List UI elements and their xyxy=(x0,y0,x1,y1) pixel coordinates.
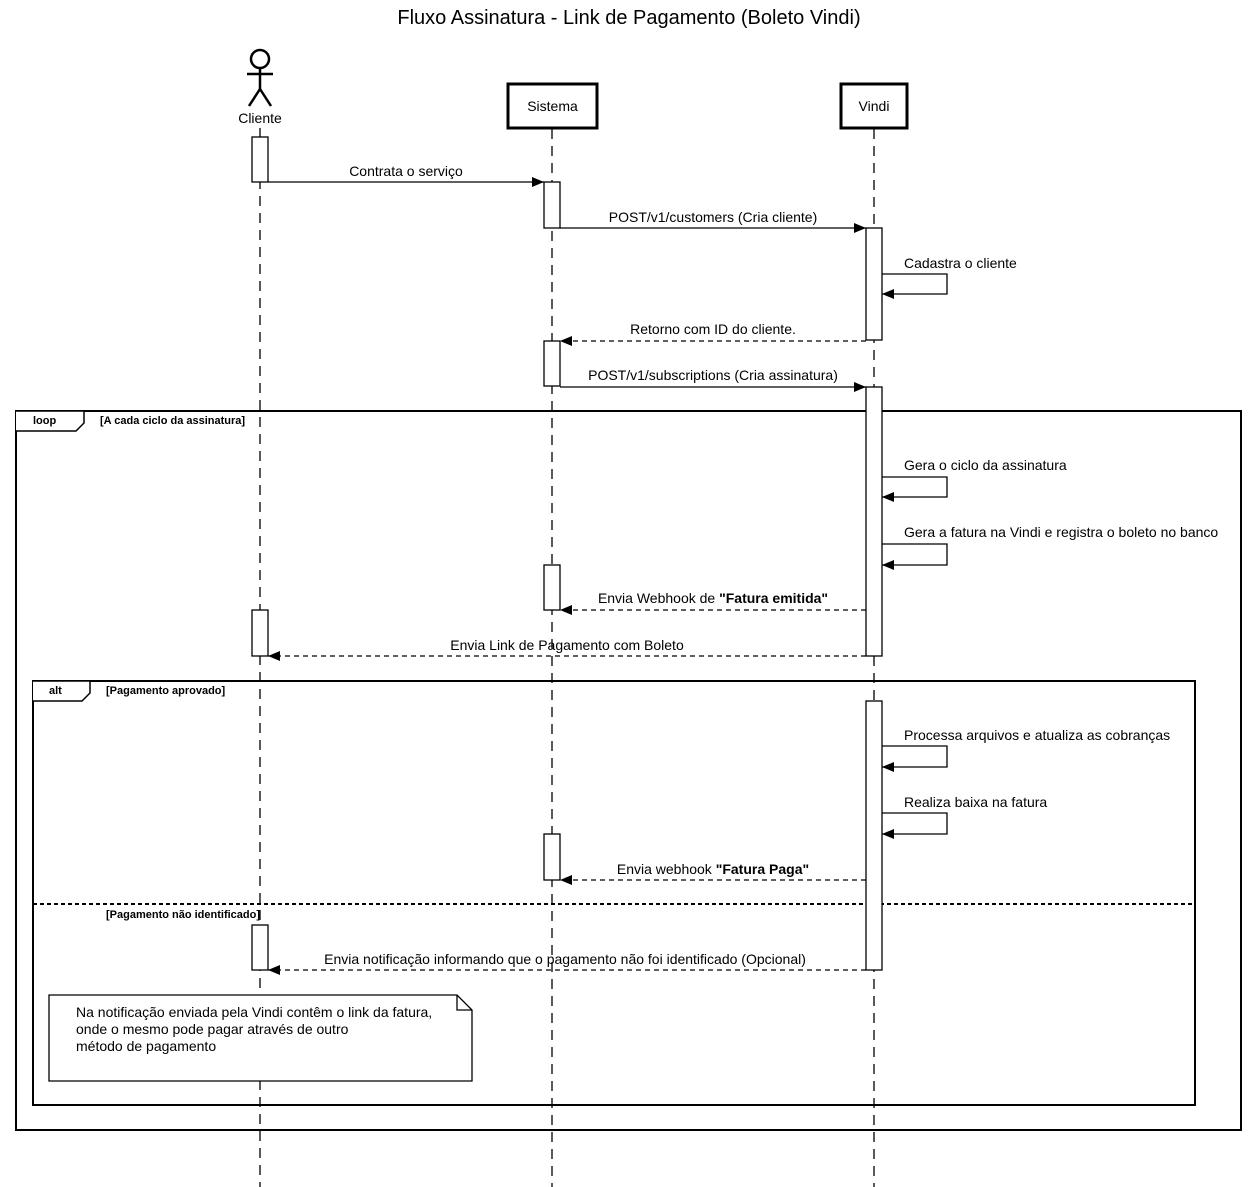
note-line: Na notificação enviada pela Vindi contêm… xyxy=(76,1004,432,1020)
participant-label: Cliente xyxy=(238,110,282,126)
message-label: Envia Webhook de "Fatura emitida" xyxy=(598,590,828,606)
message-label: POST/v1/subscriptions (Cria assinatura) xyxy=(588,367,838,383)
self-message-arrow xyxy=(882,273,948,299)
loop-keyword: loop xyxy=(33,415,56,427)
message-label: Gera o ciclo da assinatura xyxy=(904,457,1067,473)
participant-label: Sistema xyxy=(527,98,578,114)
self-message-arrow xyxy=(882,812,948,839)
message-label: Processa arquivos e atualiza as cobrança… xyxy=(904,727,1170,743)
activation-vindi xyxy=(865,227,883,341)
activation-vindi xyxy=(865,700,883,971)
self-message-arrow xyxy=(882,745,948,772)
alt-guard-not-identified: [Pagamento não identificado] xyxy=(106,909,260,921)
activation-cliente xyxy=(251,136,269,183)
message-label: Cadastra o cliente xyxy=(904,255,1017,271)
message-label: Envia Link de Pagamento com Boleto xyxy=(450,637,684,653)
message-label-text: Envia Webhook de xyxy=(598,590,719,606)
activation-sistema xyxy=(543,564,561,611)
participant-vindi: Vindi xyxy=(839,82,909,130)
actor-cliente: Cliente xyxy=(238,48,282,126)
activation-vindi xyxy=(865,386,883,657)
message-label: Retorno com ID do cliente. xyxy=(630,321,796,337)
diagram-title: Fluxo Assinatura - Link de Pagamento (Bo… xyxy=(397,7,860,29)
self-message-arrow xyxy=(882,543,948,570)
activation-cliente xyxy=(251,924,269,971)
alt-keyword: alt xyxy=(49,685,62,697)
activation-cliente xyxy=(251,609,269,657)
message-label: POST/v1/customers (Cria cliente) xyxy=(609,209,818,225)
alt-frame: alt [Pagamento aprovado] [Pagamento não … xyxy=(32,680,1196,1106)
participant-sistema: Sistema xyxy=(506,82,599,130)
note: Na notificação enviada pela Vindi contêm… xyxy=(48,994,473,1082)
message-label: Envia notificação informando que o pagam… xyxy=(324,951,806,967)
message-label: Envia webhook "Fatura Paga" xyxy=(617,861,809,877)
note-line: onde o mesmo pode pagar através de outro xyxy=(76,1021,349,1037)
activation-sistema xyxy=(543,833,561,881)
message-label-bold: "Fatura emitida" xyxy=(719,590,828,606)
self-message-arrow xyxy=(882,476,948,502)
message-label: Gera a fatura na Vindi e registra o bole… xyxy=(904,524,1218,540)
message-label-text: Envia webhook xyxy=(617,861,716,877)
activation-sistema xyxy=(543,340,561,387)
message-label: Realiza baixa na fatura xyxy=(904,794,1047,810)
alt-guard-approved: [Pagamento aprovado] xyxy=(106,685,226,697)
loop-frame: loop [A cada ciclo da assinatura] xyxy=(15,410,1242,1131)
message-label-bold: "Fatura Paga" xyxy=(716,861,809,877)
message-label: Contrata o serviço xyxy=(349,163,463,179)
participant-label: Vindi xyxy=(859,98,890,114)
activation-sistema xyxy=(543,181,561,229)
loop-guard: [A cada ciclo da assinatura] xyxy=(100,415,245,427)
note-line: método de pagamento xyxy=(76,1038,216,1054)
